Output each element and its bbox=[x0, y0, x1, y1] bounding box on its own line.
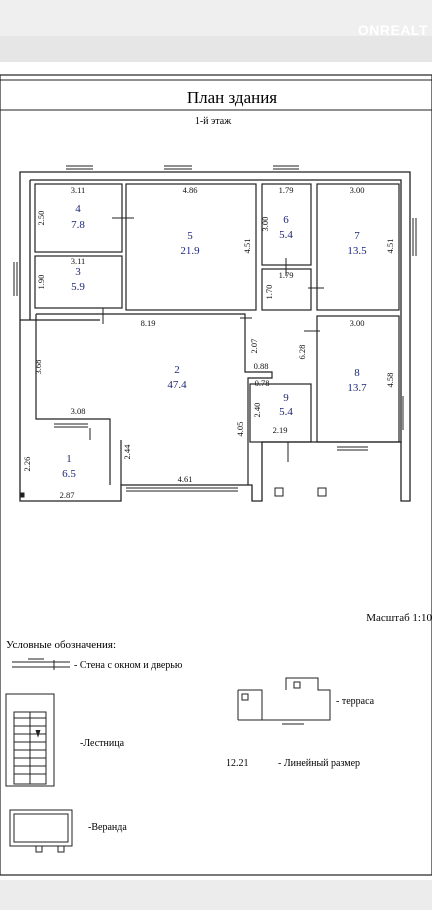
legend-veranda-text: -Веранда bbox=[88, 822, 127, 833]
dim-label: 3.11 bbox=[71, 185, 86, 195]
dim-label: 3.00 bbox=[350, 185, 365, 195]
top-banner: ONREALT bbox=[0, 0, 432, 62]
windows bbox=[13, 165, 417, 492]
outer-walls bbox=[19, 171, 411, 502]
dim-label: 0.78 bbox=[255, 378, 270, 388]
dim-label: 2.40 bbox=[252, 403, 262, 418]
top-banner-band bbox=[0, 36, 432, 62]
legend-terrace-text: - терраса bbox=[336, 696, 375, 707]
dim-label: 1.70 bbox=[264, 285, 274, 300]
dim-label: 2.87 bbox=[60, 490, 75, 500]
dim-label: 4.86 bbox=[183, 185, 198, 195]
legend-stairs-text: -Лестница bbox=[80, 738, 125, 749]
room-labels: 4 7.8 3 5.9 5 21.9 6 5.4 7 13.5 2 47.4 8… bbox=[62, 203, 367, 480]
dim-label: 4.51 bbox=[242, 239, 252, 254]
legend: Условные обозначения: - Стена с окном и … bbox=[5, 639, 375, 853]
dim-label: 3.11 bbox=[71, 256, 86, 266]
dim-label: 6.28 bbox=[297, 345, 307, 360]
dim-label: 2.50 bbox=[36, 211, 46, 226]
dim-label: 4.51 bbox=[385, 239, 395, 254]
legend-stairs-symbol bbox=[5, 693, 55, 787]
plan-title: План здания bbox=[187, 88, 277, 107]
scale-label: Масштаб 1:10 bbox=[366, 612, 432, 624]
room-2-area: 47.4 bbox=[167, 379, 187, 391]
legend-heading: Условные обозначения: bbox=[6, 639, 116, 651]
dim-label: 1.79 bbox=[279, 185, 294, 195]
dim-label: 0.88 bbox=[254, 361, 269, 371]
room-5-area: 21.9 bbox=[180, 245, 200, 257]
dimension-labels: 3.11 4.86 1.79 3.00 2.50 3.00 4.51 4.51 … bbox=[22, 185, 395, 500]
room-3-number: 3 bbox=[75, 266, 81, 278]
room-8-number: 8 bbox=[354, 367, 360, 379]
dim-label: 2.07 bbox=[249, 339, 259, 354]
dim-label: 3.00 bbox=[350, 318, 365, 328]
dim-label: 3.00 bbox=[260, 217, 270, 232]
dim-label: 1.79 bbox=[279, 270, 294, 280]
dim-label: 3.08 bbox=[71, 406, 86, 416]
room-6-number: 6 bbox=[283, 214, 289, 226]
legend-linear-value: 12.21 bbox=[226, 758, 249, 769]
room-6-area: 5.4 bbox=[279, 229, 293, 241]
legend-veranda-symbol bbox=[9, 809, 73, 853]
room-4-number: 4 bbox=[75, 203, 81, 215]
room-3-area: 5.9 bbox=[71, 281, 85, 293]
room-1-number: 1 bbox=[66, 453, 72, 465]
title-box bbox=[0, 79, 432, 111]
room-7-area: 13.5 bbox=[347, 245, 367, 257]
dim-label: 3.68 bbox=[33, 360, 43, 375]
room-5-number: 5 bbox=[187, 230, 193, 242]
room-9-number: 9 bbox=[283, 392, 289, 404]
room-2-number: 2 bbox=[174, 364, 180, 376]
dim-label: 8.19 bbox=[141, 318, 156, 328]
legend-wall-text: - Стена с окном и дверью bbox=[74, 660, 183, 671]
room-4-area: 7.8 bbox=[71, 219, 85, 231]
dim-label: 4.61 bbox=[178, 474, 193, 484]
page-frame bbox=[0, 74, 432, 876]
terrace-posts bbox=[19, 487, 327, 498]
floor-label: 1-й этаж bbox=[195, 116, 231, 127]
legend-wall-symbol bbox=[12, 658, 70, 670]
room-1-area: 6.5 bbox=[62, 468, 76, 480]
room-9-area: 5.4 bbox=[279, 406, 293, 418]
dim-label: 4.58 bbox=[385, 373, 395, 388]
watermark-logo: ONREALT bbox=[357, 22, 428, 38]
bottom-banner bbox=[0, 880, 432, 910]
dim-label: 1.90 bbox=[36, 275, 46, 290]
dim-label: 2.26 bbox=[22, 457, 32, 472]
room-7-number: 7 bbox=[354, 230, 360, 242]
dim-label: 4.05 bbox=[235, 422, 245, 437]
dim-label: 2.44 bbox=[122, 444, 132, 460]
legend-terrace-symbol bbox=[237, 677, 331, 725]
legend-linear-text: - Линейный размер bbox=[278, 758, 360, 769]
doors bbox=[89, 217, 324, 462]
dim-label: 2.19 bbox=[273, 425, 288, 435]
room-8-area: 13.7 bbox=[347, 382, 367, 394]
